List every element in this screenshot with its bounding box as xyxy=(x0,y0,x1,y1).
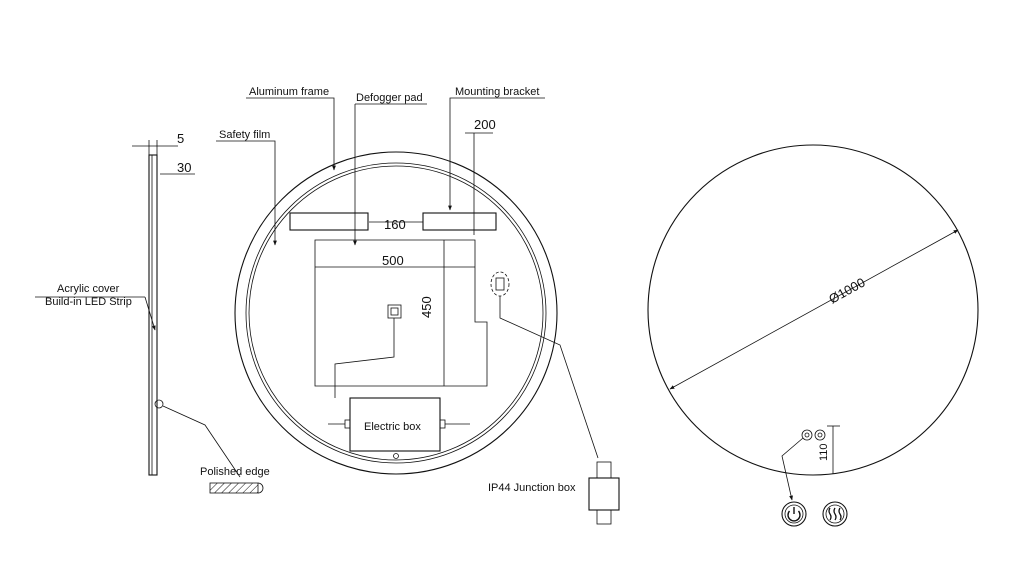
dim-200-text: 200 xyxy=(474,117,496,132)
led-strip-label: Build-in LED Strip xyxy=(45,296,132,308)
polished-edge-label: Polished edge xyxy=(200,466,270,478)
junction-box-label: IP44 Junction box xyxy=(488,482,576,494)
bracket-right xyxy=(422,212,497,231)
back-view: 160 500 450 Electric box IP44 Junction b… xyxy=(216,86,620,525)
frame-outer xyxy=(234,151,558,475)
mounting-bracket-label: Mounting bracket xyxy=(455,86,539,98)
defogger-pad-label: Defogger pad xyxy=(356,92,423,104)
dim-500-text: 500 xyxy=(382,253,404,268)
sensor-left xyxy=(801,429,813,441)
mirror-front-circle xyxy=(647,144,979,476)
dim-160-text: 160 xyxy=(384,217,406,232)
dim-110-text: 110 xyxy=(818,443,830,461)
acrylic-cover-label: Acrylic cover xyxy=(57,283,120,295)
defog-icon xyxy=(822,501,848,527)
front-view: Ø1000 110 xyxy=(647,144,979,527)
diameter-line xyxy=(669,229,959,390)
defogger-pad xyxy=(314,239,488,387)
dim-1000-text: Ø1000 xyxy=(826,275,867,307)
safety-film-label: Safety film xyxy=(219,129,270,141)
dim-30-text: 30 xyxy=(177,160,191,175)
dim-450-text: 450 xyxy=(419,296,434,318)
polished-edge-marker xyxy=(154,399,164,409)
connector-marker xyxy=(490,271,510,297)
switch-square xyxy=(387,304,402,319)
electric-box-label: Electric box xyxy=(364,421,421,433)
polished-edge-hatch xyxy=(209,482,259,494)
power-icon xyxy=(781,501,807,527)
dim-5-text: 5 xyxy=(177,131,184,146)
sensor-right xyxy=(814,429,826,441)
frame-inner xyxy=(245,162,547,464)
side-view: 5 30 Acrylic cover Build-in LED Strip Po… xyxy=(35,131,270,494)
bracket-left xyxy=(289,212,369,231)
junction-box xyxy=(588,477,620,511)
side-profile xyxy=(148,154,158,476)
aluminum-frame-label: Aluminum frame xyxy=(249,86,329,98)
